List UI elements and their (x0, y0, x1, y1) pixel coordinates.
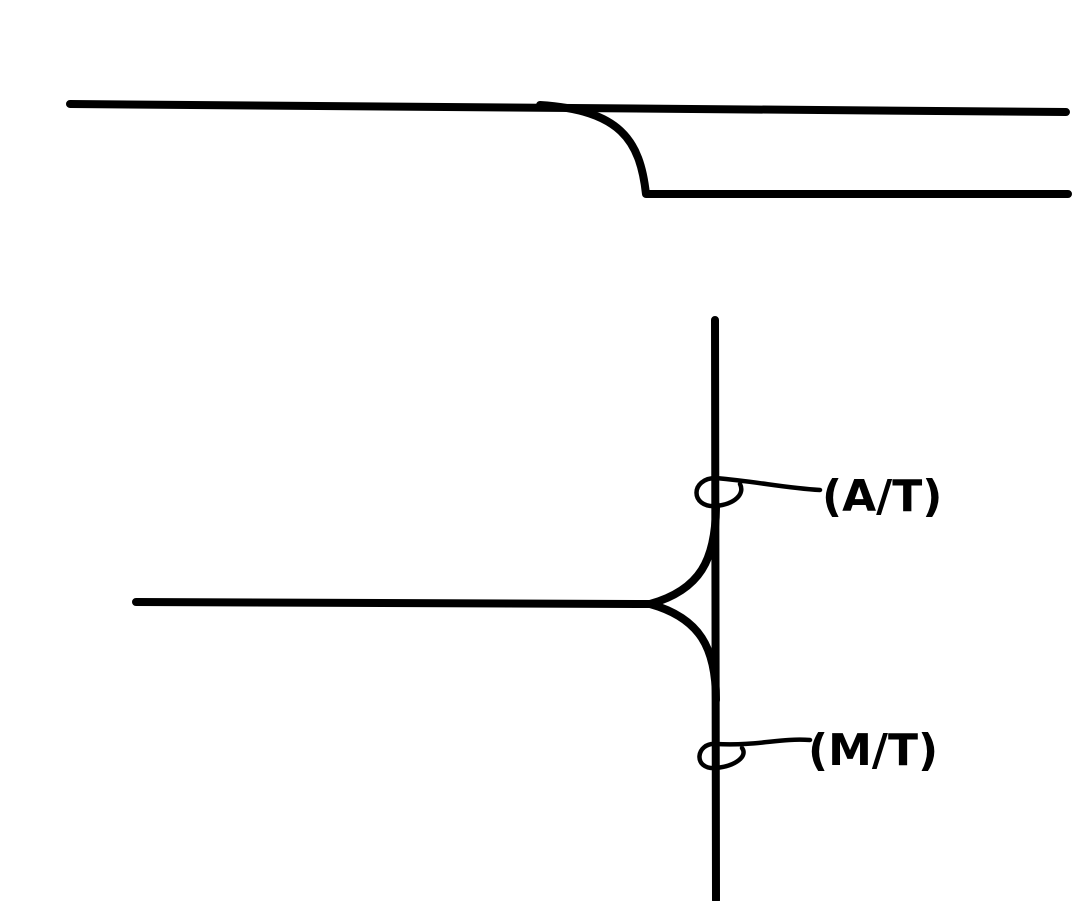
horizontal-feed-line (132, 598, 654, 608)
lower-junction-curve (646, 600, 720, 704)
upper-branch-label: (A/T) (822, 471, 942, 522)
upper-junction-curve (646, 501, 720, 608)
vertical-main-line (711, 316, 720, 901)
upper-leader-loop (694, 475, 823, 509)
top-diverging-branch (536, 101, 1072, 198)
lower-branch-label: (M/T) (808, 725, 938, 776)
lower-leader-loop (697, 737, 813, 771)
